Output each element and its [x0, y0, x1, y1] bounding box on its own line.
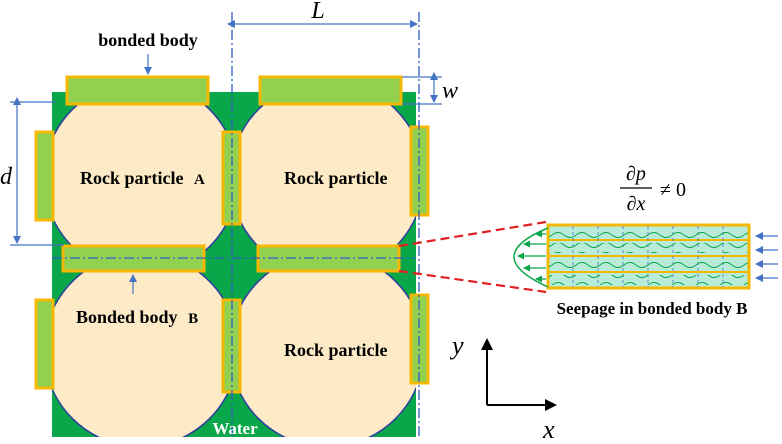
rock-particle-a-label: Rock particle A — [80, 168, 205, 188]
bond-left-upper — [34, 130, 55, 222]
bonded-body-b-label: Bonded body B — [76, 307, 198, 327]
water-label: Water — [212, 419, 258, 438]
svg-text:≠ 0: ≠ 0 — [660, 179, 686, 201]
seepage-detail — [546, 223, 751, 290]
y-axis-label: y — [449, 331, 464, 360]
bond-top-right — [258, 75, 403, 106]
dimension-L-label: L — [310, 0, 324, 24]
svg-text:∂p: ∂p — [626, 163, 646, 185]
velocity-profile — [513, 227, 549, 288]
svg-text:∂x: ∂x — [627, 193, 646, 215]
zoom-line-top — [398, 220, 547, 248]
rock-particle-bottom-left — [52, 252, 239, 437]
x-axis-label: x — [542, 415, 555, 444]
bond-top-left — [65, 75, 210, 106]
zoom-line-bottom — [398, 269, 547, 294]
bond-left-lower — [34, 298, 55, 390]
rock-particle-bottom-right-label: Rock particle — [284, 340, 387, 360]
rock-particle-top-right-label: Rock particle — [284, 168, 387, 188]
seepage-label: Seepage in bonded body B — [557, 299, 748, 318]
dimension-w-label: w — [442, 78, 458, 104]
bonded-body-label: bonded body — [98, 30, 198, 50]
dimension-d-label: d — [0, 164, 13, 190]
pressure-gradient-equation: ∂p ∂x ≠ 0 — [620, 163, 686, 215]
